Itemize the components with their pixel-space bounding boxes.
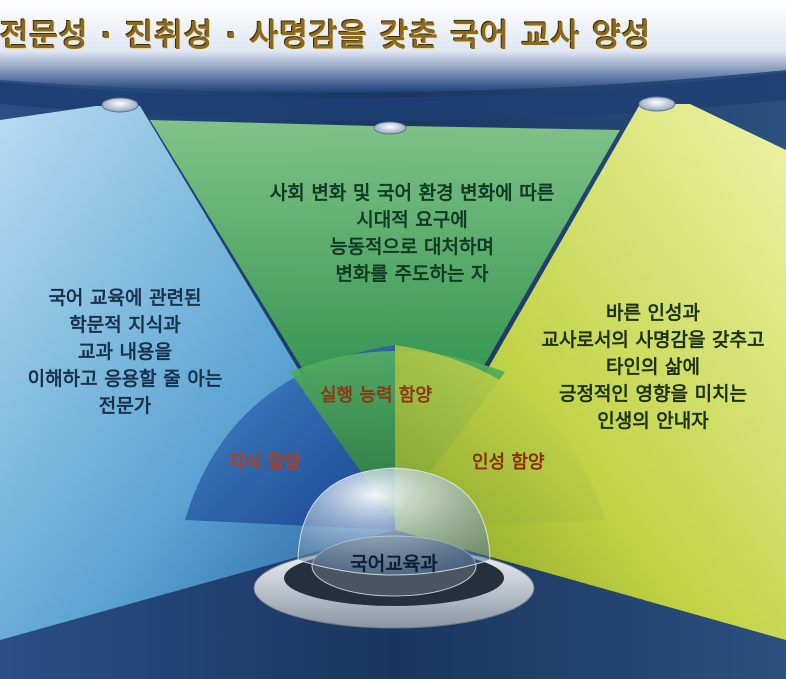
beam-right-line: 타인의 삶에 [605, 356, 700, 378]
lamp-center [373, 121, 407, 135]
beam-center-line: 변화를 주도하는 자 [335, 263, 489, 285]
arc-character-label: 인성 함양 [472, 452, 545, 473]
beam-left-line: 학문적 지식과 [69, 314, 181, 336]
center-label: 국어교육과 [350, 553, 438, 575]
beam-center-line: 사회 변화 및 국어 환경 변화에 따른 [269, 182, 555, 204]
beam-left-text: 국어 교육에 관련된 학문적 지식과 교과 내용을 이해하고 응용할 줄 아는 … [0, 285, 250, 420]
beam-right-line: 바른 인성과 [605, 302, 700, 324]
beam-center-line: 능동적으로 대처하며 [330, 236, 494, 258]
beam-center-line: 시대적 요구에 [356, 209, 468, 231]
beam-left-line: 전문가 [98, 395, 152, 417]
glass-dome [297, 467, 491, 576]
beam-center-text: 사회 변화 및 국어 환경 변화에 따른 시대적 요구에 능동적으로 대처하며 … [232, 180, 592, 288]
beam-left-line: 국어 교육에 관련된 [48, 287, 202, 309]
lamp-left [101, 97, 139, 113]
beam-right-line: 교사로서의 사명감을 갖추고 [541, 329, 765, 351]
page-title: 전문성 · 진취성 · 사명감을 갖춘 국어 교사 양성 [0, 18, 652, 54]
beam-left-line: 이해하고 응용할 줄 아는 [27, 368, 223, 390]
lamp-right [638, 96, 676, 112]
beam-right-text: 바른 인성과 교사로서의 사명감을 갖추고 타인의 삶에 긍정적인 영향을 미치… [520, 300, 786, 435]
beam-left-line: 교과 내용을 [77, 341, 172, 363]
header-band [0, 0, 786, 93]
beam-center [150, 120, 620, 520]
beam-right-line: 긍정적인 영향을 미치는 [558, 383, 748, 405]
ceiling-curve [0, 72, 786, 122]
beam-right-line: 인생의 안내자 [597, 410, 709, 432]
arc-practice-label: 실행 능력 함양 [320, 385, 432, 406]
arc-knowledge-label: 지식 함양 [228, 452, 301, 473]
